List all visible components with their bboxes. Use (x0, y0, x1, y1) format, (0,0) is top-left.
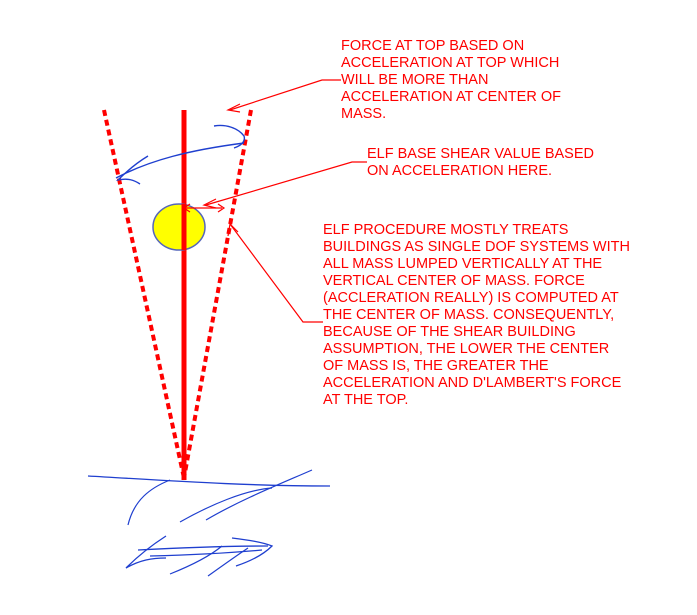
leader-base-shear (205, 161, 367, 206)
ground-motion-arrowhead-left (125, 535, 167, 569)
leader-top-force (229, 79, 341, 111)
deflected-shape-left (102, 109, 186, 479)
leader-base-shear-arrowhead (202, 198, 217, 209)
center-of-mass (152, 203, 206, 251)
acceleration-marker (182, 203, 226, 213)
deflected-shape-right (182, 109, 253, 479)
note-line: ACCELERATION AND D'LAMBERT'S FORCE (323, 375, 622, 391)
note-line: ASSUMPTION, THE LOWER THE CENTER (323, 341, 610, 357)
top-motion-arrowhead-left (115, 155, 149, 185)
leader-elf-procedure-arrowhead (227, 222, 239, 237)
note-line: AT THE TOP. (323, 392, 409, 408)
ground-motion-arrowhead-right (231, 537, 274, 567)
note-base-shear: ELF BASE SHEAR VALUE BASED ON ACCELERATI… (367, 146, 594, 180)
top-motion-arc (115, 142, 245, 179)
note-elf-procedure: ELF PROCEDURE MOSTLY TREATS BUILDINGS AS… (323, 222, 630, 409)
ground-motion-arrow-shaft-lower (149, 549, 263, 557)
ground-line (87, 475, 331, 487)
note-line: ELF BASE SHEAR VALUE BASED (367, 146, 594, 162)
note-line: ON ACCELERATION HERE. (367, 163, 553, 179)
note-line: ALL MASS LUMPED VERTICALLY AT THE (323, 256, 603, 272)
note-line: ACCELERATION AT TOP WHICH (341, 55, 560, 71)
note-line: THE CENTER OF MASS. CONSEQUENTLY, (323, 307, 615, 323)
ground-motion-tail (169, 545, 223, 575)
ground-motion-arrow-shaft (137, 545, 269, 551)
note-line: BUILDINGS AS SINGLE DOF SYSTEMS WITH (323, 239, 630, 255)
leader-top-force-arrowhead (226, 103, 241, 113)
leader-elf-procedure (229, 223, 323, 323)
note-line: OF MASS IS, THE GREATER THE (323, 358, 549, 374)
note-line: FORCE AT TOP BASED ON (341, 38, 525, 54)
note-line: (ACCLERATION REALLY) IS COMPUTED AT (323, 290, 619, 306)
ground-scribble-2 (179, 487, 273, 523)
note-top-force: FORCE AT TOP BASED ON ACCELERATION AT TO… (341, 38, 561, 123)
note-line: VERTICAL CENTER OF MASS. FORCE (323, 273, 585, 289)
note-line: BECAUSE OF THE SHEAR BUILDING (323, 324, 576, 340)
ground-motion-tail-2 (207, 547, 249, 577)
top-motion-arrowhead-right (213, 124, 246, 149)
note-line: ELF PROCEDURE MOSTLY TREATS (323, 222, 569, 238)
note-line: WILL BE MORE THAN (341, 72, 489, 88)
ground-scribble-3 (205, 469, 313, 521)
note-line: ACCELERATION AT CENTER OF (341, 89, 561, 105)
note-line: MASS. (341, 106, 387, 122)
ground-scribble-1 (127, 479, 171, 526)
